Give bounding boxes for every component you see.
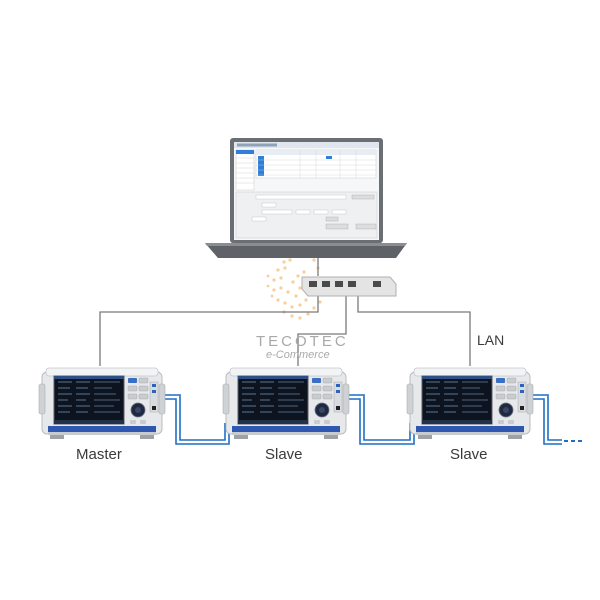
watermark-logo bbox=[266, 252, 322, 320]
master-label: Master bbox=[76, 446, 122, 463]
lan-line-slave-2 bbox=[357, 288, 471, 366]
laptop-base bbox=[205, 243, 407, 258]
lan-lines bbox=[99, 258, 471, 366]
instrument-master bbox=[38, 367, 166, 440]
lan-line-master bbox=[99, 288, 319, 366]
instrument-slave-2 bbox=[406, 367, 534, 440]
watermark-tagline: e-Commerce bbox=[266, 349, 330, 361]
watermark-name: TECOTEC bbox=[256, 333, 349, 350]
slave-label-1: Slave bbox=[265, 446, 303, 463]
slave-label-2: Slave bbox=[450, 446, 488, 463]
lan-label: LAN bbox=[477, 332, 505, 348]
laptop bbox=[205, 138, 407, 258]
sync-cables bbox=[160, 394, 562, 445]
network-hub bbox=[301, 276, 397, 297]
instrument-slave-1 bbox=[222, 367, 350, 440]
lan-line-slave-1 bbox=[297, 288, 347, 366]
